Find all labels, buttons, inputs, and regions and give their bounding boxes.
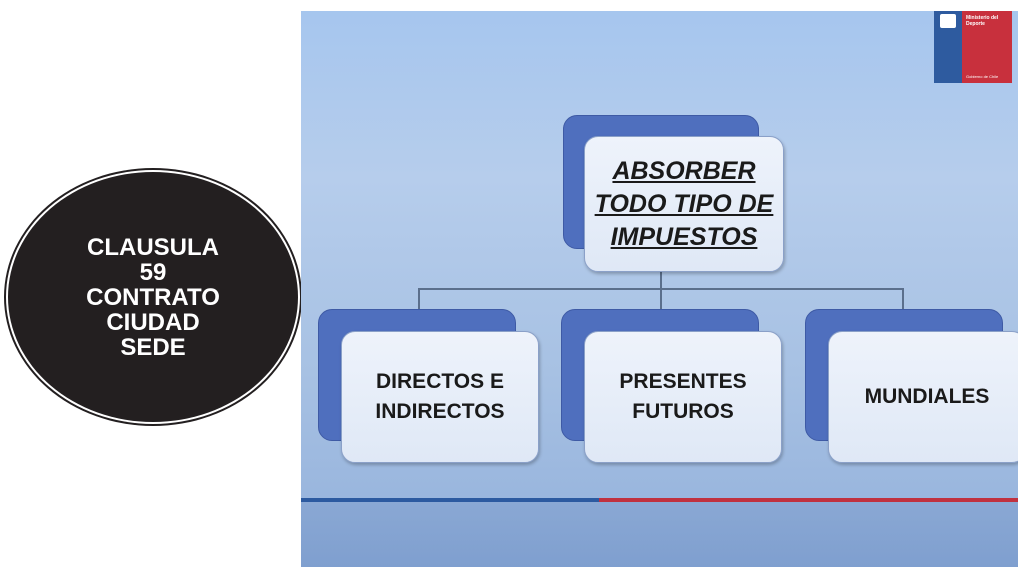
- connector-middle: [660, 288, 662, 310]
- root-node-line: TODO TIPO DE: [594, 189, 774, 218]
- child-node-line: INDIRECTOS: [375, 400, 505, 423]
- root-node: ABSORBER TODO TIPO DE IMPUESTOS: [584, 136, 784, 272]
- child-node-line: DIRECTOS E: [376, 370, 504, 393]
- child-node-mundiales: MUNDIALES: [828, 331, 1018, 463]
- ellipse-line: CONTRATO: [86, 283, 220, 311]
- ellipse-line: SEDE: [120, 333, 186, 361]
- child-node-line: PRESENTES: [619, 370, 747, 393]
- child-node-directos: DIRECTOS E INDIRECTOS: [341, 331, 539, 463]
- child-node-line: MUNDIALES: [864, 385, 990, 408]
- logo-subtitle: Gobierno de Chile: [966, 74, 999, 79]
- footer-stripe-blue: [301, 498, 599, 502]
- root-node-line: ABSORBER: [612, 156, 756, 185]
- ellipse-line: CIUDAD: [106, 308, 200, 336]
- child-node-line: FUTUROS: [632, 400, 734, 423]
- slide: Ministerio del Deporte Gobierno de Chile…: [301, 11, 1018, 567]
- slide-footer: [301, 501, 1018, 567]
- clause-ellipse: CLAUSULA 59 CONTRATO CIUDAD SEDE: [8, 172, 298, 422]
- ellipse-line: CLAUSULA: [87, 233, 219, 261]
- ellipse-line: 59: [139, 258, 167, 286]
- connector-left: [418, 288, 420, 310]
- logo-blue-panel: [934, 11, 962, 83]
- coat-of-arms-icon: [940, 14, 956, 28]
- connector-right: [902, 288, 904, 310]
- root-node-line: IMPUESTOS: [610, 222, 758, 251]
- logo-red-panel: Ministerio del Deporte Gobierno de Chile: [962, 11, 1012, 83]
- child-node-presentes: PRESENTES FUTUROS: [584, 331, 782, 463]
- logo-title: Ministerio del Deporte: [966, 15, 999, 27]
- ministry-logo: Ministerio del Deporte Gobierno de Chile: [934, 11, 1012, 83]
- connector-root-down: [660, 269, 662, 289]
- footer-stripe-red: [599, 498, 1018, 502]
